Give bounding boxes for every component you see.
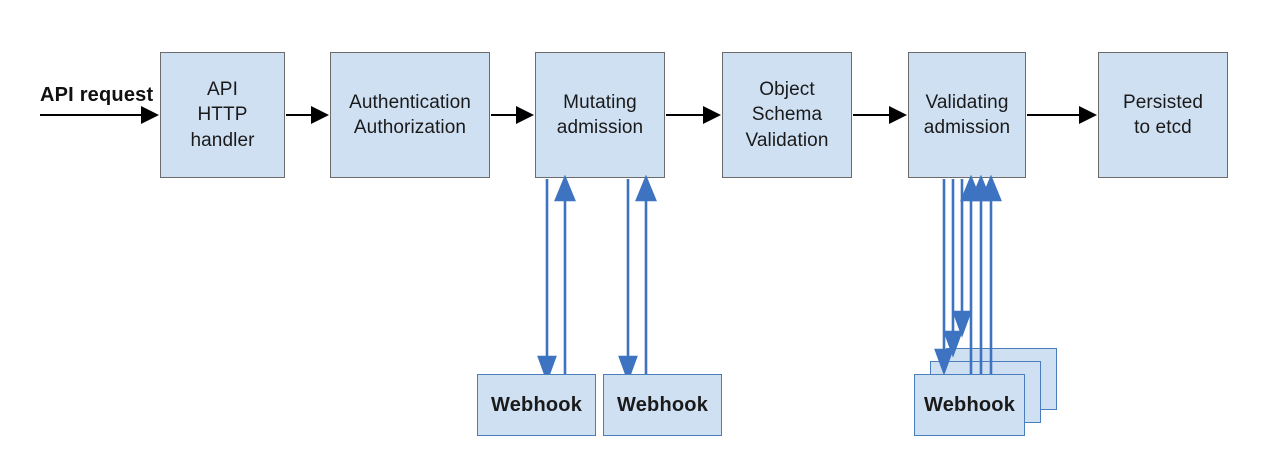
webhook-box-mutating-1[interactable]: Webhook xyxy=(477,374,596,436)
node-persisted-to-etcd[interactable]: Persisted to etcd xyxy=(1098,52,1228,178)
webhook-box-validating-stack[interactable]: Webhook xyxy=(914,374,1025,436)
node-api-http-handler[interactable]: API HTTP handler xyxy=(160,52,285,178)
arrow-webhook-2-to-mutating xyxy=(635,174,657,376)
arrow-validating-to-webhook-2 xyxy=(943,179,963,358)
node-object-schema-validation[interactable]: Object Schema Validation xyxy=(722,52,852,178)
arrow-validating-to-webhook-1 xyxy=(934,179,954,376)
arrow-mutating-to-webhook-2 xyxy=(618,179,638,383)
node-validating-admission[interactable]: Validating admission xyxy=(908,52,1026,178)
entry-label-api-request: API request xyxy=(40,84,154,106)
arrow-webhook-3-to-validating xyxy=(980,174,1002,376)
node-authentication-authorization[interactable]: Authentication Authorization xyxy=(330,52,490,178)
arrow-webhook-2-to-validating xyxy=(970,174,992,376)
arrow-mutating-to-webhook-1 xyxy=(537,179,557,383)
node-mutating-admission[interactable]: Mutating admission xyxy=(535,52,665,178)
arrow-validating-to-webhook-3 xyxy=(952,179,972,338)
arrow-webhook-1-to-validating xyxy=(960,174,982,376)
arrow-webhook-1-to-mutating xyxy=(554,174,576,376)
webhook-box-mutating-2[interactable]: Webhook xyxy=(603,374,722,436)
